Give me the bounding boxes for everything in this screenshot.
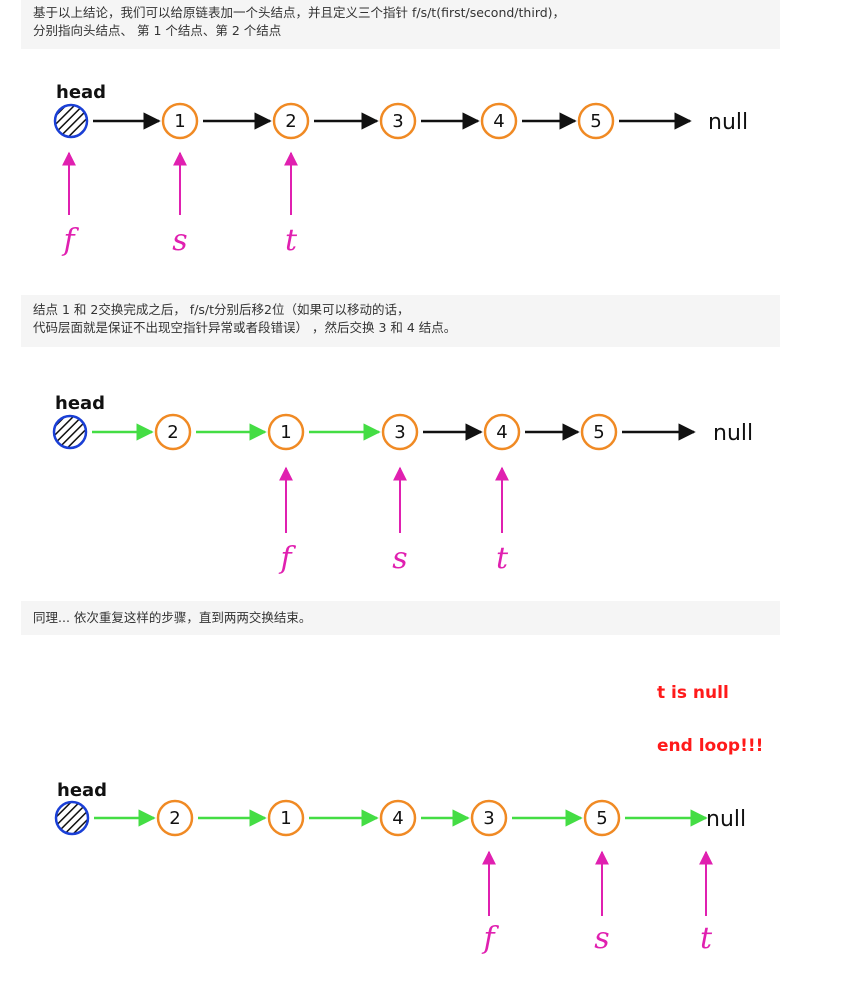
list-node-5: 5 <box>583 799 621 837</box>
list-node-3: 3 <box>381 413 419 451</box>
pointer-label: f <box>278 541 296 576</box>
pointer-t: t <box>284 151 298 258</box>
pointer-s: s <box>392 466 408 576</box>
pointer-s: s <box>594 850 610 956</box>
pointer-label: f <box>61 223 79 258</box>
linked-list-diagram-final: head 2 1 4 3 5 null f s t t is null end loop!!! <box>54 683 763 956</box>
linked-list-diagram-after-first-swap: head 2 1 3 4 5 null f s t <box>52 393 753 576</box>
step2-note-line-1: 结点 1 和 2交换完成之后， f/s/t分别后移2位（如果可以移动的话， <box>33 302 410 317</box>
step2-note: 结点 1 和 2交换完成之后， f/s/t分别后移2位（如果可以移动的话， 代码… <box>21 295 780 347</box>
step1-note-line-2: 分别指向头结点、 第 1 个结点、第 2 个结点 <box>33 23 282 38</box>
node-value: 5 <box>593 422 604 443</box>
node-value: 1 <box>280 808 291 829</box>
pointer-t: t <box>495 466 509 576</box>
pointer-label: f <box>481 921 499 956</box>
node-value: 3 <box>392 111 403 132</box>
list-node-5: 5 <box>580 413 618 451</box>
node-value: 2 <box>285 111 296 132</box>
end-note-2: end loop!!! <box>657 736 763 756</box>
step1-note-line-1: 基于以上结论，我们可以给原链表加一个头结点，并且定义三个指针 f/s/t(fir… <box>33 5 566 20</box>
step3-note-line-1: 同理... 依次重复这样的步骤，直到两两交换结束。 <box>33 610 312 625</box>
list-node-4: 4 <box>483 413 521 451</box>
step1-note: 基于以上结论，我们可以给原链表加一个头结点，并且定义三个指针 f/s/t(fir… <box>21 0 780 49</box>
pointer-t: t <box>699 850 713 956</box>
null-label: null <box>706 807 746 832</box>
node-value: 5 <box>590 111 601 132</box>
node-value: 3 <box>394 422 405 443</box>
list-node-2: 2 <box>156 799 194 837</box>
pointer-label: t <box>700 921 713 956</box>
list-node-4: 4 <box>379 799 417 837</box>
pointer-f: f <box>61 151 79 258</box>
head-label: head <box>55 393 105 414</box>
end-note-1: t is null <box>657 683 729 703</box>
pointer-f: f <box>481 850 499 956</box>
list-node-3: 3 <box>470 799 508 837</box>
pointer-label: s <box>172 223 187 258</box>
pointer-label: s <box>392 541 407 576</box>
head-node <box>53 103 89 139</box>
node-value: 4 <box>392 808 403 829</box>
list-node-1: 1 <box>161 102 199 140</box>
step3-note: 同理... 依次重复这样的步骤，直到两两交换结束。 <box>21 601 780 635</box>
list-node-1: 1 <box>267 413 305 451</box>
pointer-label: t <box>285 223 298 258</box>
head-node <box>52 414 88 450</box>
linked-list-diagram-initial: head 1 2 3 4 5 null f s t <box>53 82 748 258</box>
pointer-label: s <box>594 921 609 956</box>
list-node-4: 4 <box>480 102 518 140</box>
pointer-f: f <box>278 466 296 576</box>
node-value: 2 <box>167 422 178 443</box>
pointer-label: t <box>496 541 509 576</box>
pointer-s: s <box>172 151 188 258</box>
list-node-2: 2 <box>272 102 310 140</box>
node-value: 5 <box>596 808 607 829</box>
node-value: 2 <box>169 808 180 829</box>
node-value: 1 <box>280 422 291 443</box>
node-value: 4 <box>493 111 504 132</box>
null-label: null <box>708 110 748 135</box>
step2-note-line-2: 代码层面就是保证不出现空指针异常或者段错误） ，然后交换 3 和 4 结点。 <box>33 320 457 335</box>
head-label: head <box>57 780 107 801</box>
head-node <box>54 800 90 836</box>
null-label: null <box>713 421 753 446</box>
head-label: head <box>56 82 106 103</box>
node-value: 3 <box>483 808 494 829</box>
list-node-5: 5 <box>577 102 615 140</box>
list-node-2: 2 <box>154 413 192 451</box>
node-value: 4 <box>496 422 507 443</box>
node-value: 1 <box>174 111 185 132</box>
list-node-1: 1 <box>267 799 305 837</box>
list-node-3: 3 <box>379 102 417 140</box>
